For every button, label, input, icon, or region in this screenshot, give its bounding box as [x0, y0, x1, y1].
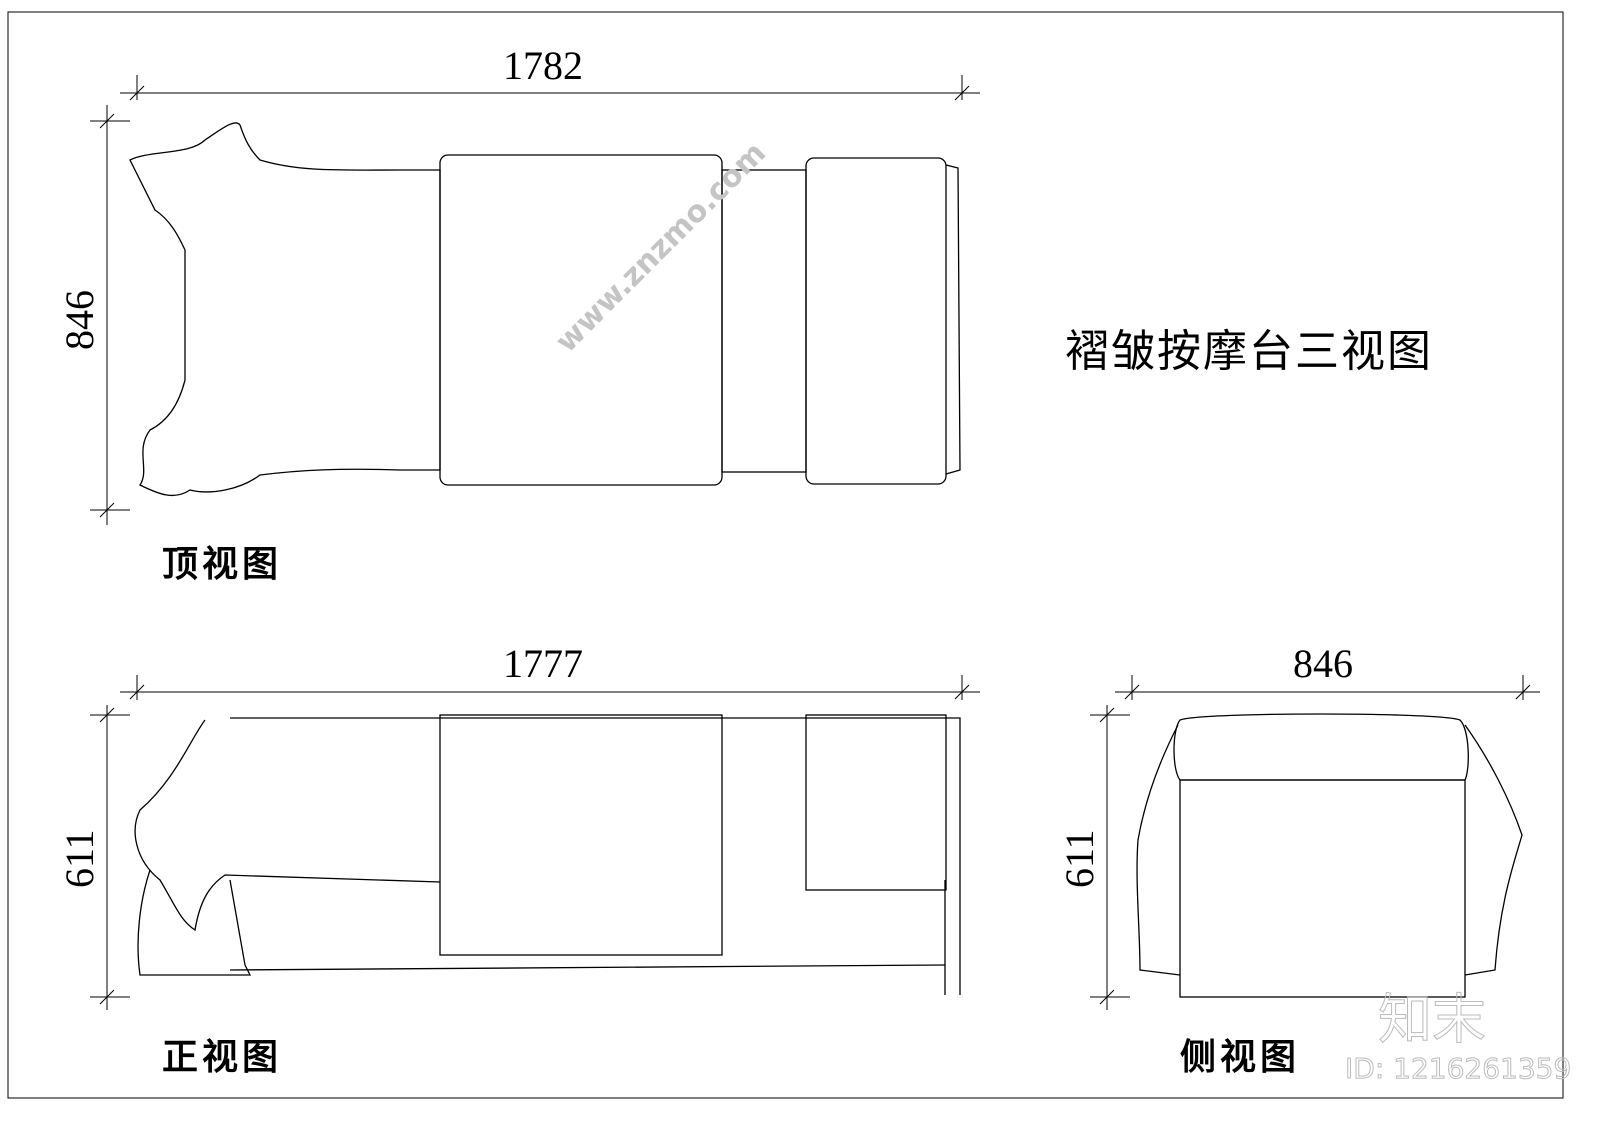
front-view-label: 正视图 — [162, 1036, 283, 1078]
top-depth-dimension: 846 — [57, 290, 102, 350]
side-view-label: 侧视图 — [1180, 1036, 1301, 1078]
drawing-title: 褶皱按摩台三视图 — [1065, 326, 1433, 377]
drawing-frame — [7, 11, 1564, 1099]
front-width-dimension: 1777 — [503, 641, 583, 686]
top-width-dimension: 1782 — [503, 43, 583, 88]
front-dimensions — [90, 675, 980, 1010]
front-height-dimension: 611 — [57, 829, 102, 888]
front-view-drawing — [134, 714, 961, 995]
side-width-dimension: 846 — [1293, 641, 1353, 686]
side-view-drawing — [1136, 713, 1523, 998]
side-height-dimension: 611 — [1057, 829, 1102, 888]
top-view-label: 顶视图 — [162, 543, 283, 585]
side-dimensions — [1090, 675, 1540, 1010]
top-dimensions — [90, 75, 980, 525]
watermark-id: ID: 1216261359 — [1344, 1052, 1572, 1086]
top-view-drawing — [129, 122, 961, 497]
watermark-logo: 知末 — [1378, 988, 1487, 1052]
